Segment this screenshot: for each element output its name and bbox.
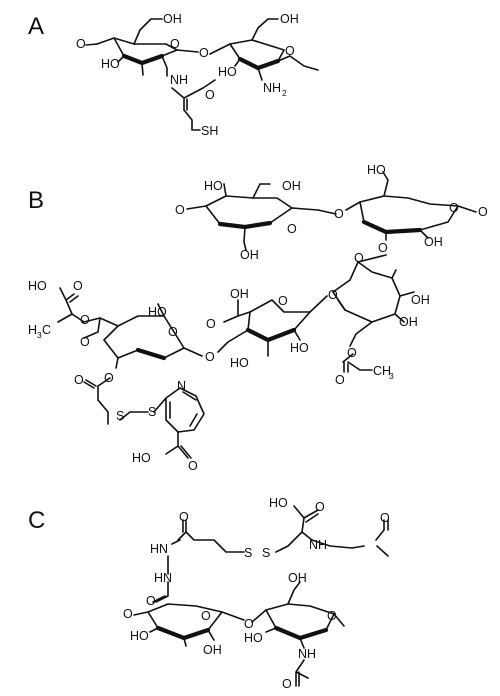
b-oh-r3: OH: [411, 293, 430, 307]
panel-b: B O HO OH O OH O HO O O OH O O OH: [28, 163, 488, 473]
c-o-amide-top: O: [179, 510, 189, 524]
b-h3c-carbon: C: [42, 323, 51, 337]
a-o-glyco: O: [199, 46, 209, 60]
a-oh-c6-r2: OH: [280, 12, 299, 26]
b-ch3-subscript: 3: [389, 371, 394, 381]
b-ho-r4a: HO: [290, 341, 309, 355]
b-o-acetyl-ester: O: [347, 346, 357, 360]
b-oh-gluc-acid: OH: [230, 287, 249, 301]
c-nh-cys: NH: [309, 538, 327, 552]
b-o-ring-r2: O: [449, 201, 459, 215]
panel-b-label: B: [28, 187, 44, 214]
c-o-link-left: O: [123, 607, 133, 621]
b-o-ester: O: [104, 371, 114, 385]
a-ho-c3-r1: HO: [101, 57, 120, 71]
a-ho-c3-r2: HO: [218, 65, 237, 79]
b-o-r5-ring: O: [168, 325, 178, 339]
b-oh-r2: OH: [424, 235, 443, 249]
b-o-ring-r1: O: [287, 222, 297, 236]
b-o-nicotinic: O: [188, 459, 198, 473]
panel-a: A O OH O O HO NH O SH OH O HO: [28, 12, 319, 138]
a-o-carbonyl: O: [205, 88, 215, 102]
b-o-r4-link: O: [205, 350, 215, 364]
panel-c: C HO O O S S NH O HN HN O O O O HO OH: [28, 496, 390, 691]
b-s2: S: [148, 405, 156, 419]
b-ho-nicotinic: HO: [132, 451, 151, 465]
c-o-nac: O: [282, 677, 292, 691]
c-o-acid: O: [315, 500, 325, 514]
b-o-ring-r3: O: [354, 251, 364, 265]
b-n-pyridine: N: [177, 379, 186, 393]
a-o-link-left: O: [76, 37, 86, 51]
b-o-acetyl-co: O: [335, 373, 345, 387]
c-o-ring-r1: O: [201, 609, 211, 623]
b-ho-c6-r2: HO: [367, 163, 386, 177]
b-o-gluc-acid: O: [206, 317, 216, 331]
b-o-r2-c3: O: [378, 241, 388, 255]
b-o-ring-r4: O: [278, 294, 288, 308]
panel-a-label: A: [28, 13, 44, 40]
a-oh-c6-r1: OH: [163, 12, 182, 26]
c-o-ring-r2: O: [327, 609, 337, 623]
b-o-glyco-top: O: [334, 207, 344, 221]
b-ch3-acetyl: CH: [373, 364, 391, 378]
c-o-hydrazide: O: [146, 594, 156, 608]
c-hn-hydrazide2: HN: [154, 571, 172, 585]
b-ho-r5: HO: [148, 305, 167, 319]
a-nh2-subscript: 2: [282, 88, 287, 98]
b-oh-top-r1: OH: [282, 179, 301, 193]
a-o-ring-r2: O: [285, 44, 295, 58]
b-o-ester-co: O: [74, 373, 84, 387]
a-sh: SH: [201, 124, 218, 138]
a-ring1-top: [96, 37, 178, 51]
b-ho-r4b: HO: [230, 356, 249, 370]
b-o-pyr-co: O: [73, 279, 83, 293]
b-o-pyr-ring1: O: [80, 313, 90, 327]
c-ho-acid: HO: [269, 496, 288, 510]
c-o-acetyl: O: [380, 511, 390, 525]
a-o-ring-r1: O: [170, 37, 180, 51]
c-oh-c6-r2: OH: [288, 571, 307, 585]
c-nh-r2: NH: [298, 647, 316, 661]
c-oh-r1: OH: [203, 643, 222, 657]
panel-c-label: C: [28, 507, 45, 534]
b-oh-r3b: OH: [399, 315, 418, 329]
b-o-link-left: O: [175, 203, 185, 217]
b-s1: S: [116, 409, 124, 423]
c-s2: S: [262, 546, 270, 560]
b-h3c-subscript: 3: [37, 330, 42, 340]
c-ho-r2: HO: [244, 631, 263, 645]
b-oh-c6-r1: OH: [240, 248, 259, 262]
a-nh-r1: NH: [170, 73, 188, 87]
a-nh2: NH: [263, 81, 281, 95]
c-s1: S: [244, 546, 252, 560]
b-h3c-pyr: H: [28, 323, 37, 337]
b-ho-top-r1: HO: [204, 179, 223, 193]
c-hn-hydrazide: HN: [150, 542, 168, 556]
c-ho-r1: HO: [130, 629, 149, 643]
c-o-glyco: O: [244, 617, 254, 631]
b-ho-pyr: HO: [28, 279, 47, 293]
b-o-acetyl-link: O: [328, 288, 338, 302]
b-o-pyr-ring2: O: [80, 335, 90, 349]
b-o-link-right: O: [478, 205, 488, 219]
